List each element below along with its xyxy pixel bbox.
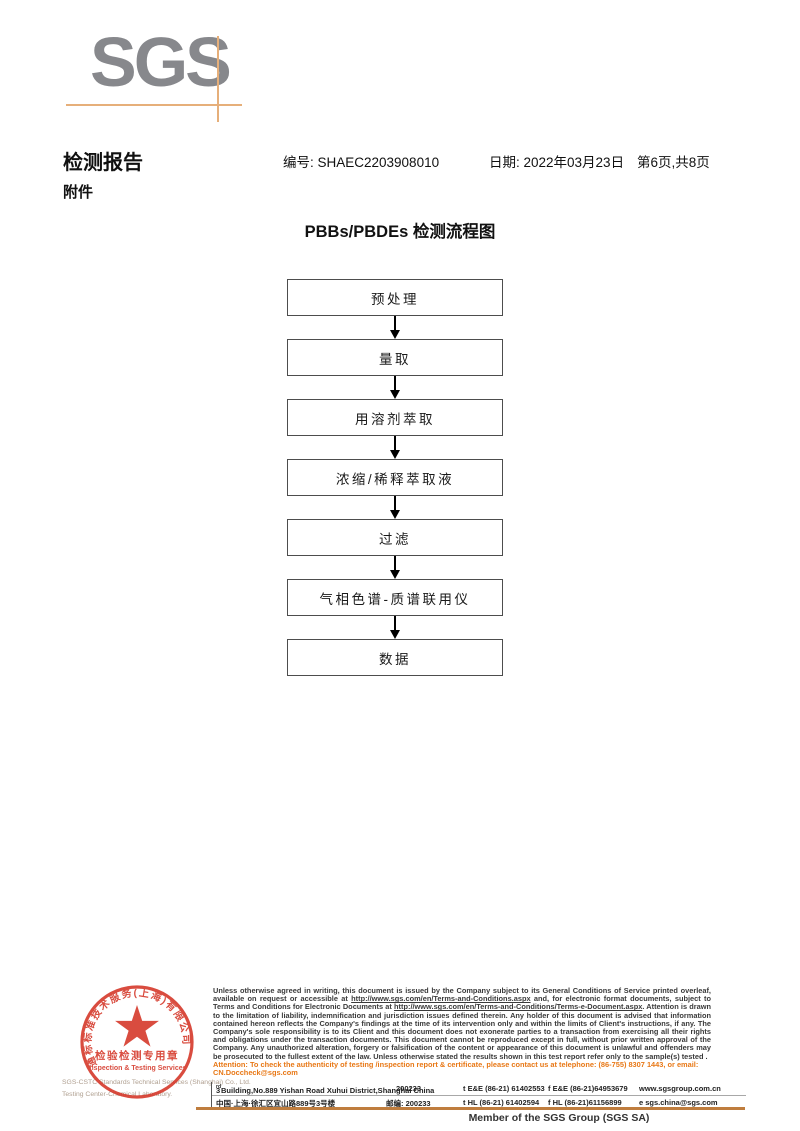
terms-link: http://www.sgs.com/en/Terms-and-Conditio… (351, 994, 531, 1004)
flow-step-box: 浓缩/稀释萃取液 (287, 459, 503, 496)
stamp-star-icon (115, 1005, 159, 1047)
website: www.sgsgroup.com.cn (639, 1084, 721, 1093)
doccheck-email: CN.Doccheck@sgs.com (213, 1068, 298, 1078)
flow-step-box: 过滤 (287, 519, 503, 556)
flowchart-title: PBBs/PBDEs 检测流程图 (304, 223, 496, 241)
page-indicator: 第6页,共8页 (637, 155, 710, 170)
flow-arrow-down-icon (287, 496, 503, 519)
postcode-cn: 邮编: 200233 (386, 1099, 431, 1108)
attention-text: Attention: To check the authenticity of … (213, 1060, 699, 1069)
flow-step-box: 气相色谱-质谱联用仪 (287, 579, 503, 616)
inspection-stamp: 通标标准技术服务(上海)有限公司 检验检测专用章 Inspection & Te… (80, 985, 194, 1099)
legal-text-2: and, for electronic format documents, su… (213, 994, 711, 1012)
address-cn: 中国·上海·徐汇区宜山路889号3号楼 (216, 1099, 336, 1108)
flow-arrow-down-icon (287, 616, 503, 639)
sgs-member-line: Member of the SGS Group (SGS SA) (468, 1112, 650, 1124)
stamp-circle (80, 985, 194, 1099)
sgs-logo: SGS (90, 23, 232, 101)
report-number: 编号: SHAEC2203908010 (283, 155, 440, 170)
flow-step-box: 用溶剂萃取 (287, 399, 503, 436)
fax-ee: f E&E (86-21)64953679 (548, 1084, 628, 1093)
flow-arrow-down-icon (287, 556, 503, 579)
stamp-label-en: Inspection & Testing Services (87, 1065, 186, 1072)
report-date: 日期: 2022年03月23日 (489, 155, 625, 170)
email: e sgs.china@sgs.com (639, 1098, 718, 1107)
postcode-en: 200233 (396, 1084, 422, 1093)
stamp-label-cn: 检验检测专用章 (95, 1049, 179, 1062)
attachment-label: 附件 (63, 184, 94, 201)
report-title: 检测报告 (63, 152, 143, 174)
logo-vertical-line (217, 36, 219, 122)
address-row-cn: 中国·上海·徐汇区宜山路889号3号楼 邮编: 200233 t HL (86-… (212, 1095, 746, 1109)
flowchart: 预处理量取用溶剂萃取浓缩/稀释萃取液过滤气相色谱-质谱联用仪数据 (287, 279, 503, 676)
fax-hl: f HL (86-21)61156899 (548, 1098, 622, 1107)
flow-step-box: 量取 (287, 339, 503, 376)
legal-paragraph: Unless otherwise agreed in writing, this… (213, 986, 712, 1061)
flow-step-box: 预处理 (287, 279, 503, 316)
tel-hl: t HL (86-21) 61402594 (463, 1098, 540, 1107)
attention-notice: Attention: To check the authenticity of … (213, 1060, 711, 1078)
flow-arrow-down-icon (287, 436, 503, 459)
terms-e-document-link: http://www.sgs.com/en/Terms-and-Conditio… (394, 1002, 643, 1012)
legal-text-3: . Attention is drawn to the limitation o… (213, 1002, 712, 1061)
logo-horizontal-line (66, 104, 242, 106)
footer-divider-line (196, 1107, 745, 1110)
legal-text-1: Unless otherwise agreed in writing, this… (213, 986, 711, 1004)
flow-step-box: 数据 (287, 639, 503, 676)
company-line-1: SGS-CSTC Standards Technical Services (S… (62, 1079, 251, 1086)
flow-arrow-down-icon (287, 316, 503, 339)
flow-arrow-down-icon (287, 376, 503, 399)
tel-ee: t E&E (86-21) 61402553 (463, 1084, 545, 1093)
